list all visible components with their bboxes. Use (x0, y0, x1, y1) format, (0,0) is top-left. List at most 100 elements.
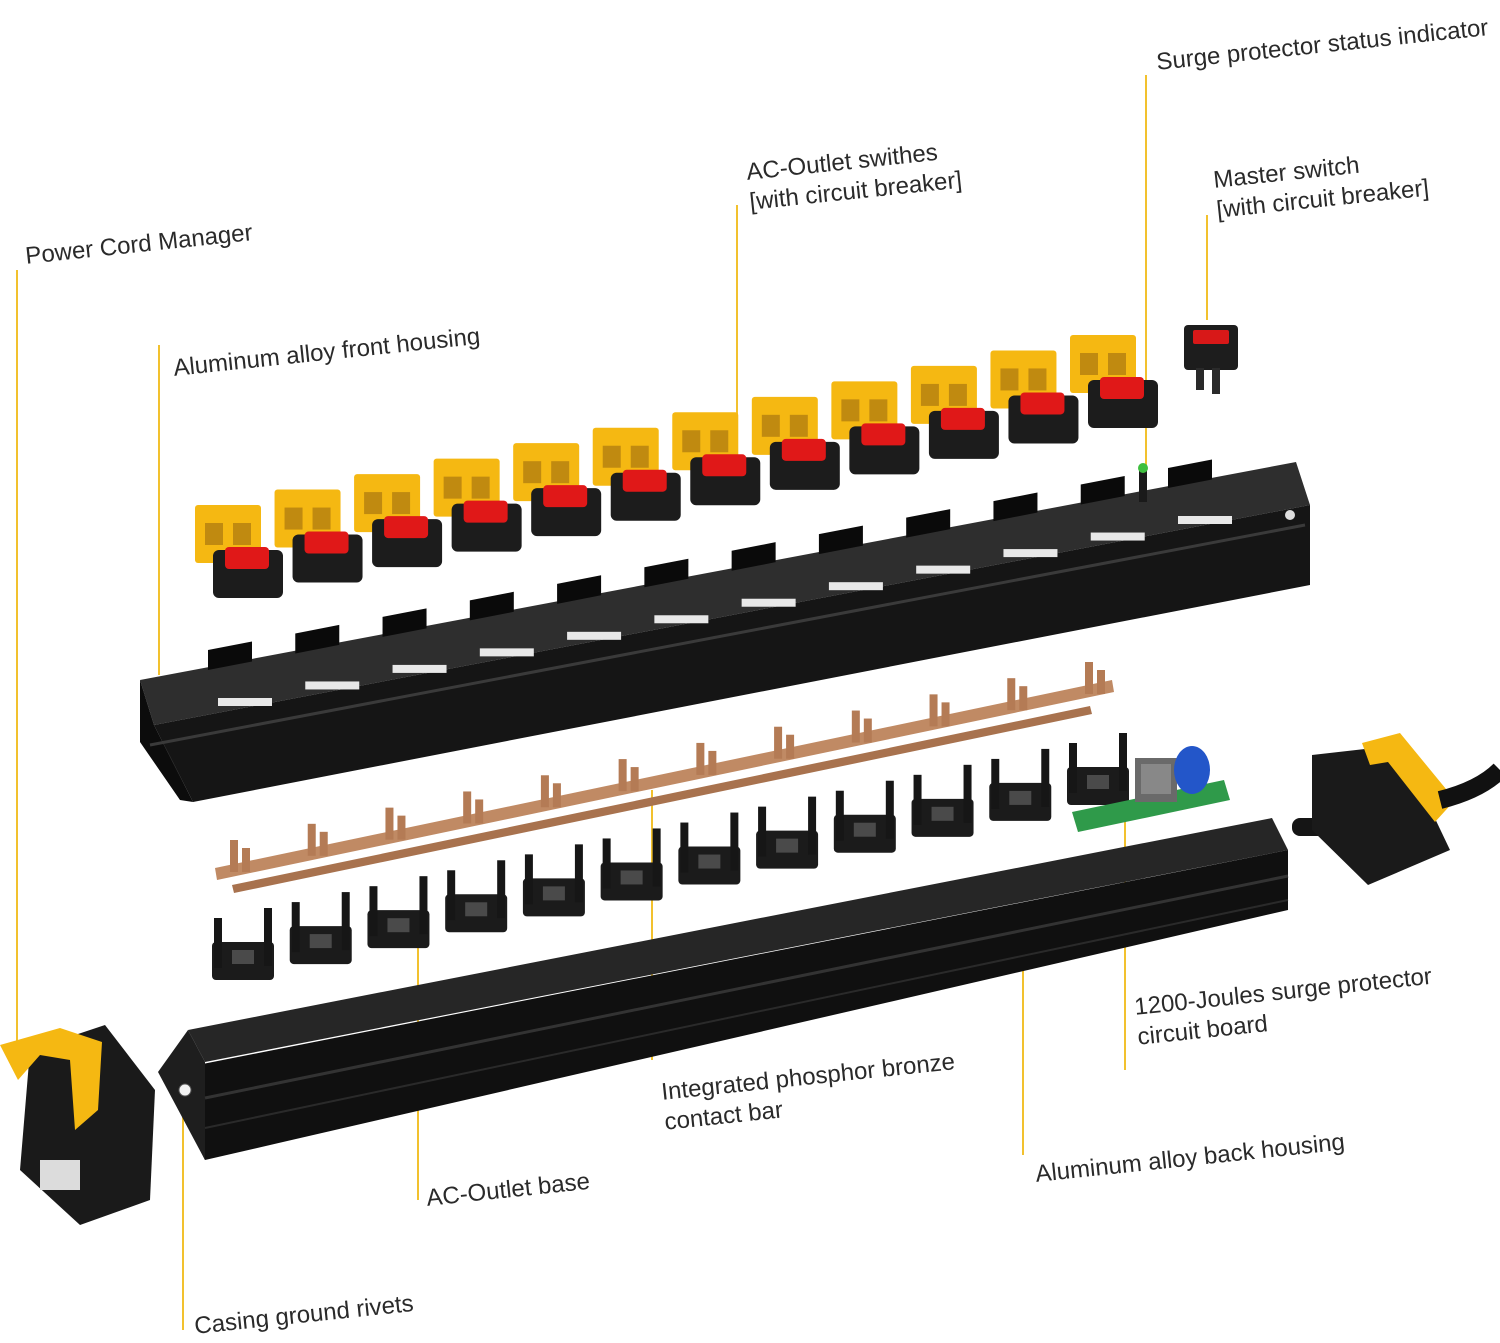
outlet-base-row (212, 733, 1129, 980)
outlet-base-3 (367, 876, 430, 949)
outlet-switch-1 (195, 505, 283, 598)
front-housing-vent (567, 631, 622, 640)
outlet-base-pin (419, 876, 428, 935)
outlet-base-pin (602, 838, 611, 889)
outlet-base-2 (289, 892, 352, 965)
front-housing-slots (208, 459, 1232, 706)
outlet-base-terminal (232, 950, 254, 964)
contact-tab (230, 840, 238, 872)
outlet-base-pin (730, 812, 739, 871)
outlet-base-pin (913, 774, 922, 825)
outlet-base-pin (1119, 733, 1127, 791)
outlet-base-terminal (309, 934, 332, 949)
rocker-switch-button (384, 516, 429, 539)
contact-tab (463, 791, 472, 824)
outlet-base-pin (1041, 748, 1050, 807)
contact-tab (552, 783, 561, 808)
outlet-switch-11 (990, 350, 1079, 444)
outlet-base-pin (497, 860, 506, 919)
contact-tab (1019, 686, 1028, 711)
outlet-base-pin (524, 854, 533, 905)
outlet-switch-12 (1070, 335, 1158, 428)
outlet-base-pin (1069, 743, 1077, 793)
contact-tab (1007, 678, 1016, 711)
front-housing-slot (906, 509, 951, 538)
outlet-base-8 (756, 796, 819, 869)
outlet-base-pin (214, 918, 222, 968)
outlet-prong-slot (789, 414, 808, 437)
front-housing-hole (1285, 510, 1295, 520)
status-indicator-led (1138, 463, 1148, 502)
contact-tab (618, 759, 627, 792)
outlet-base-pin (808, 796, 817, 855)
outlet-base-pin (991, 758, 1000, 809)
outlet-base-pin (447, 870, 456, 921)
outlet-prong-slot (284, 507, 303, 530)
outlet-base-pin (369, 886, 378, 937)
front-housing-slot (469, 591, 514, 621)
rocker-switch-button (1020, 392, 1065, 415)
outlet-base-terminal (465, 902, 488, 917)
ground-rivet (178, 1083, 192, 1097)
front-housing-vent (1003, 549, 1058, 558)
outlet-prong-slot (1028, 368, 1047, 391)
outlet-base-10 (911, 764, 974, 837)
rocker-switch-button (940, 407, 985, 430)
front-housing-vent (654, 615, 709, 624)
left-end-cap (0, 1025, 155, 1225)
outlet-prong-slot (630, 445, 649, 468)
outlet-prong-slot (1080, 353, 1098, 375)
front-housing-slot (818, 525, 863, 555)
outlet-switch-3 (354, 474, 443, 568)
master-switch (1184, 325, 1238, 394)
rocker-switch-button (861, 423, 906, 446)
contact-tab (242, 848, 250, 872)
contact-bar-tabs (230, 662, 1105, 872)
outlet-base-terminal (776, 838, 799, 853)
front-housing-vent (828, 582, 883, 591)
front-housing-vent (916, 565, 971, 574)
contact-tab (319, 831, 328, 856)
contact-bar (215, 662, 1114, 893)
rocker-switch-button (463, 500, 508, 523)
outlet-base-pin (291, 902, 300, 953)
front-housing-slot (1168, 459, 1212, 488)
outlet-base-11 (989, 748, 1052, 821)
front-housing-vent (1178, 516, 1232, 524)
outlet-switch-6 (592, 427, 681, 521)
outlet-base-6 (600, 828, 663, 901)
outlet-base-1 (212, 908, 274, 980)
outlet-prong-slot (948, 383, 967, 406)
rocker-switch-button (622, 469, 667, 492)
outlet-prong-slot (1000, 368, 1019, 391)
front-housing-vent (305, 681, 360, 690)
outlet-base-12 (1067, 733, 1129, 805)
contact-tab (630, 767, 639, 792)
contact-tab (397, 815, 406, 840)
front-housing-vent (1090, 532, 1145, 541)
outlet-prong-slot (523, 461, 542, 484)
surge-protector-board (1072, 746, 1230, 832)
contact-tab (1097, 670, 1105, 694)
contact-tab (475, 799, 484, 824)
outlet-prong-slot (233, 523, 251, 545)
front-housing-slot (644, 558, 689, 588)
rocker-switch-button (702, 454, 747, 477)
outlet-base-pin (574, 844, 583, 903)
outlet-prong-slot (682, 430, 701, 453)
contact-tab (696, 742, 705, 775)
outlet-base-terminal (931, 806, 954, 821)
contact-tab (708, 750, 717, 775)
front-housing-slot (557, 575, 602, 604)
outlet-base-terminal (1087, 775, 1109, 789)
front-housing-slot (382, 608, 427, 637)
outlet-base-pin (885, 780, 894, 839)
outlet-base-7 (678, 812, 741, 885)
outlet-base-pin (341, 892, 350, 951)
outlet-switch-row (195, 335, 1158, 598)
outlet-prong-slot (392, 492, 411, 515)
contact-tab (307, 823, 316, 856)
front-housing-vent (218, 698, 272, 706)
